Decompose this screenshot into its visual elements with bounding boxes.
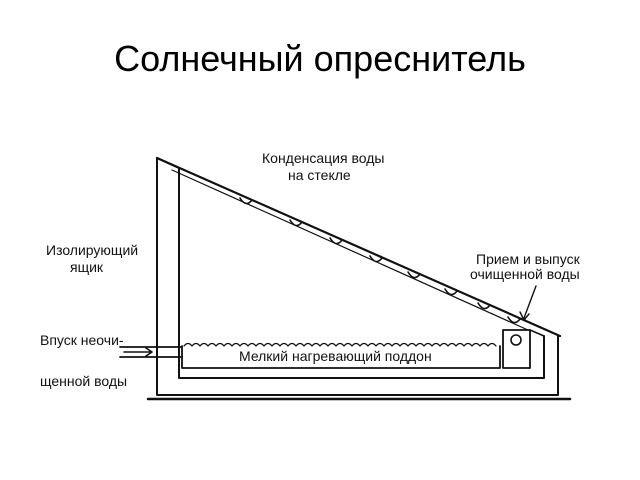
- slide-title: Солнечный опреснитель: [114, 38, 526, 79]
- inlet-label-line2: щенной воды: [40, 373, 128, 389]
- droplet: [369, 255, 383, 263]
- condensation-label-line1: Конденсация воды: [262, 150, 385, 166]
- droplet: [444, 288, 458, 296]
- collection-trough: [502, 329, 531, 369]
- insulated-box-label-line2: ящик: [70, 259, 104, 275]
- tray-water-surface: [183, 342, 497, 347]
- insulated-box-label-line1: Изолирующий: [46, 242, 139, 258]
- insulated-box-inner-wall: [178, 167, 545, 379]
- droplet: [289, 219, 303, 227]
- outlet-valve: [510, 334, 522, 346]
- droplet: [477, 302, 491, 310]
- condensation-droplets: [239, 197, 521, 324]
- droplet: [507, 316, 521, 324]
- outlet-pointer-head: [519, 311, 530, 321]
- outlet-pointer: [523, 285, 537, 319]
- condensation-label-line2: на стекле: [288, 167, 351, 183]
- outlet-label-line1: Прием и выпуск: [476, 251, 580, 267]
- insulated-box-outer-wall: [156, 157, 559, 396]
- box-right-edge: [529, 329, 545, 337]
- tray-label: Мелкий нагревающий поддон: [236, 348, 435, 364]
- inlet-label-line1: Впуск неочи-: [40, 332, 124, 348]
- droplet: [329, 237, 343, 245]
- inlet-arrow: [123, 347, 153, 357]
- glass-cover: [155, 156, 562, 338]
- inlet-pipe: [119, 346, 183, 358]
- outlet-label-line2: очищенной воды: [470, 266, 580, 282]
- droplet: [239, 197, 253, 205]
- droplet: [407, 271, 421, 279]
- glass-cover-inner: [171, 169, 529, 331]
